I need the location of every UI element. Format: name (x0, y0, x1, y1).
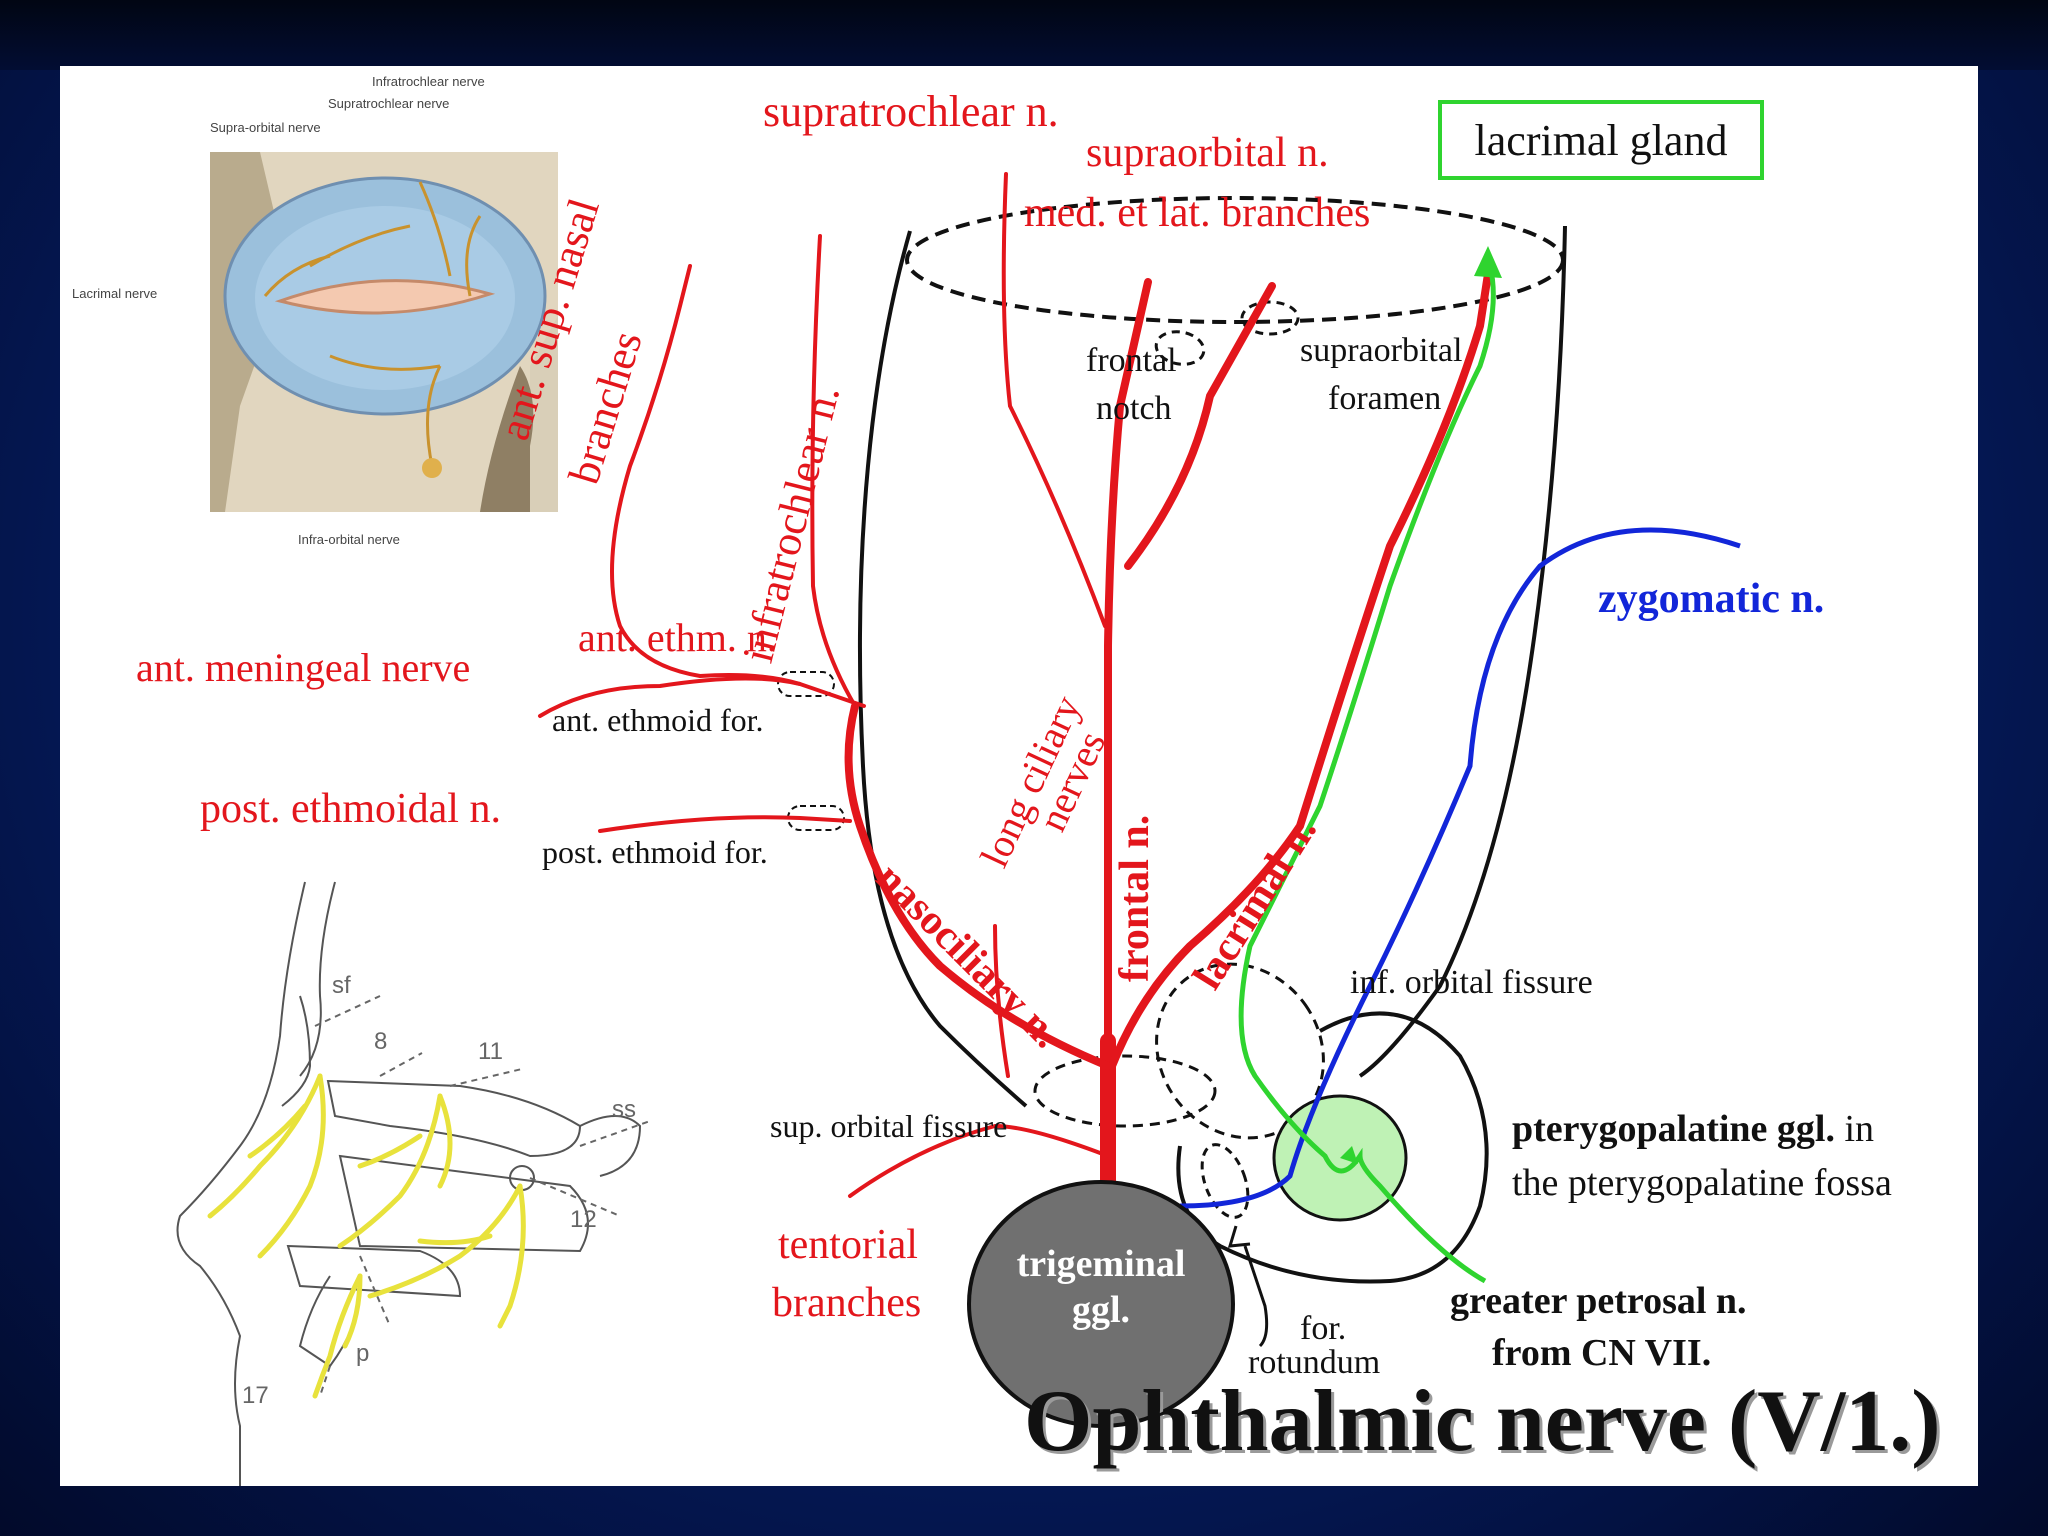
slide-top-band (0, 0, 2048, 70)
pterygopalatine-label-line1: pterygopalatine ggl. in (1512, 1110, 1874, 1148)
inset-infratrochlear-label: Infratrochlear nerve (372, 74, 485, 89)
ant-ethmoid-for-label: ant. ethmoid for. (552, 702, 764, 738)
sup-orbital-fissure-label: sup. orbital fissure (770, 1108, 1008, 1144)
inf-orbital-fissure-label: inf. orbital fissure (1350, 964, 1593, 1001)
trigeminal-label-b: ggl. (1071, 1288, 1131, 1331)
zygomatic-label: zygomatic n. (1598, 576, 1825, 622)
lacrimal-gland-box: lacrimal gland (1438, 100, 1764, 180)
pterygopalatine-bold-label: pterygopalatine ggl. (1512, 1108, 1835, 1150)
slide-title: Ophthalmic nerve (V/1.) (1024, 1373, 1941, 1470)
face-inset-illustration (210, 152, 558, 512)
inset-infraorbital-label: Infra-orbital nerve (298, 532, 400, 547)
inset-ss-label: ss (612, 1096, 636, 1123)
red-nerve-tree (538, 172, 1494, 1198)
trigeminal-ganglion-label: trigeminal ggl. (970, 1242, 1232, 1333)
pterygopalatine-in-label: in (1834, 1108, 1875, 1150)
post-ethmoidal-label: post. ethmoidal n. (200, 786, 501, 832)
inset-12-label: 12 (570, 1206, 597, 1233)
diagram-panel: Infratrochlear nerve Supratrochlear nerv… (60, 66, 1978, 1486)
inset-p-label: p (356, 1340, 370, 1367)
nasal-inset-nerves (207, 1073, 526, 1399)
diagram-canvas (176, 152, 1741, 1486)
inset-17-label: 17 (242, 1382, 269, 1409)
frontal-label: frontal n. (1112, 814, 1158, 982)
pterygopalatine-fossa-label: the pterygopalatine fossa (1512, 1162, 1892, 1204)
post-ethmoid-for-label: post. ethmoid for. (542, 834, 768, 870)
greater-petrosal-label-a: greater petrosal n. (1450, 1280, 1747, 1322)
supraorbital-foramen-label-a: supraorbital (1300, 332, 1463, 369)
inset-supraorbital-label: Supra-orbital nerve (210, 120, 321, 135)
inset-8-label: 8 (374, 1028, 388, 1055)
ant-meningeal-label: ant. meningeal nerve (136, 645, 471, 690)
greater-petrosal-path (1238, 265, 1496, 1284)
supraorbital-foramen-label-b: foramen (1328, 380, 1442, 417)
frontal-notch-label-a: frontal (1086, 342, 1177, 379)
frontal-notch-label-b: notch (1096, 390, 1172, 427)
supratrochlear-label: supratrochlear n. (763, 87, 1059, 136)
zygomatic-nerve-path (1179, 527, 1741, 1209)
inset-sf-label: sf (332, 972, 351, 999)
tentorial-label-a: tentorial (778, 1222, 918, 1268)
greater-petrosal-label-b: from CN VII. (1492, 1332, 1712, 1374)
inset-lacrimal-label: Lacrimal nerve (72, 286, 158, 301)
for-rotundum-label-b: rotundum (1248, 1344, 1381, 1381)
green-arrow-ganglion (1340, 1146, 1358, 1164)
inset-11-label: 11 (478, 1038, 503, 1065)
trigeminal-ganglion (967, 1180, 1235, 1428)
supraorbital-label: supraorbital n. (1086, 130, 1329, 176)
inset-supratrochlear-label: Supratrochlear nerve (328, 96, 450, 111)
med-lat-branches-label: med. et lat. branches (1024, 190, 1371, 236)
nasal-inset-leaders (314, 995, 651, 1397)
trigeminal-label-a: trigeminal (1016, 1243, 1186, 1285)
green-arrow-up (1474, 246, 1502, 278)
for-rotundum-label-a: for. (1300, 1310, 1347, 1347)
ant-ethm-label: ant. ethm. n. (578, 615, 777, 660)
tentorial-label-b: branches (772, 1280, 922, 1326)
